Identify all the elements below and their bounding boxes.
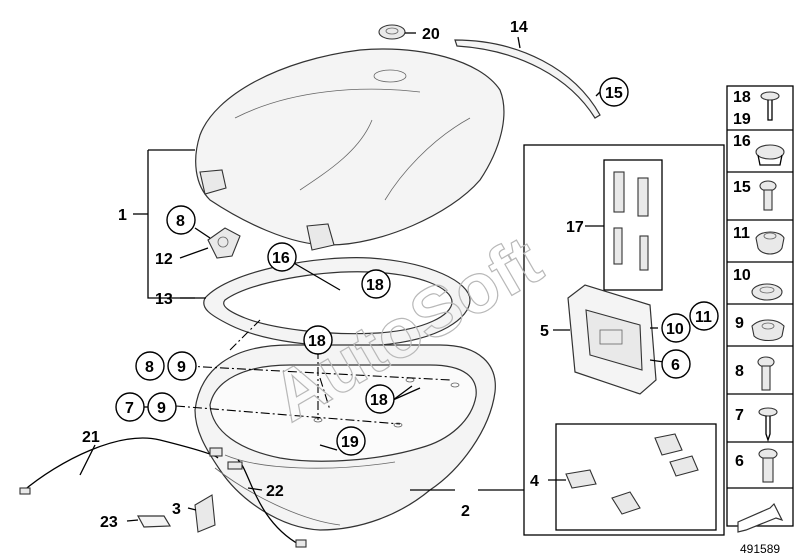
self-tapping-screw-icon	[758, 407, 778, 443]
bushing-icon	[751, 319, 785, 342]
fastener-label-19: 19	[733, 111, 751, 128]
callout-9: 9	[177, 359, 186, 376]
release-cable	[19, 437, 223, 495]
callout-circles	[115, 77, 719, 456]
fastener-label-16: 16	[733, 133, 751, 150]
callout-23: 23	[100, 514, 118, 531]
callout-13: 13	[155, 291, 173, 308]
rubber-grommet-icon	[755, 231, 785, 255]
arrow-icon	[737, 502, 784, 533]
lock-housing	[567, 284, 657, 395]
fastener-label-15: 15	[733, 179, 751, 196]
callout-3: 3	[172, 501, 181, 518]
callout-12: 12	[155, 251, 173, 268]
fastener-label-6: 6	[735, 453, 744, 470]
washer-icon	[751, 283, 783, 301]
callout-9b: 9	[157, 400, 166, 417]
fastener-column	[726, 85, 794, 527]
leader-lines	[79, 91, 665, 522]
fastener-label-9: 9	[735, 315, 744, 332]
callout-6: 6	[671, 357, 680, 374]
fastener-column-frame	[726, 85, 794, 527]
fastener-label-18: 18	[733, 89, 751, 106]
fastener-label-7: 7	[735, 407, 744, 424]
topcase-lid	[195, 48, 505, 251]
screw-icon	[760, 91, 780, 121]
callout-10: 10	[666, 321, 684, 338]
callout-7: 7	[125, 400, 134, 417]
short-bolt-icon	[759, 180, 777, 211]
lock-cylinder-cap	[378, 24, 406, 40]
reference-number: 491589	[740, 542, 780, 556]
callout-labels: 1 2 3 4 5 6 7 8 8 9 9 10 11 12 13 14 15 …	[82, 19, 712, 531]
callout-17: 17	[566, 219, 584, 236]
callout-8b: 8	[145, 359, 154, 376]
hex-bolt-icon	[757, 356, 775, 391]
fastener-labels: 18 19 16 15 11 10 9 8 7 6	[733, 89, 751, 470]
fastener-label-11: 11	[733, 225, 750, 242]
lock-bracket	[207, 227, 241, 259]
callout-15: 15	[605, 85, 623, 102]
pads-frame	[555, 423, 717, 531]
adhesive-strips-group	[603, 159, 663, 291]
release-cable-2	[227, 459, 307, 548]
callout-11: 11	[695, 309, 712, 326]
callout-1: 1	[118, 207, 127, 224]
callout-4: 4	[530, 473, 539, 490]
callout-20: 20	[422, 26, 440, 43]
callout-18c: 18	[370, 392, 388, 409]
callout-18a: 18	[366, 277, 384, 294]
shoulder-bolt-icon	[758, 448, 778, 483]
kit-frame	[523, 144, 725, 536]
callout-16: 16	[272, 250, 290, 267]
pad-3	[194, 494, 216, 533]
callout-19: 19	[341, 434, 359, 451]
callout-22: 22	[266, 483, 284, 500]
adhesive-pads	[565, 433, 699, 515]
callout-18b: 18	[308, 333, 326, 350]
plug-icon	[755, 144, 785, 166]
pad-23	[136, 515, 172, 528]
trim-strip	[454, 39, 601, 119]
callout-5: 5	[540, 323, 549, 340]
callout-14: 14	[510, 19, 528, 36]
callout-21: 21	[82, 429, 100, 446]
callout-2: 2	[461, 503, 470, 520]
fastener-label-10: 10	[733, 267, 751, 284]
callout-8: 8	[176, 213, 185, 230]
dash-dot-lines	[175, 319, 451, 425]
fastener-label-8: 8	[735, 363, 744, 380]
lid-seal	[203, 257, 471, 347]
